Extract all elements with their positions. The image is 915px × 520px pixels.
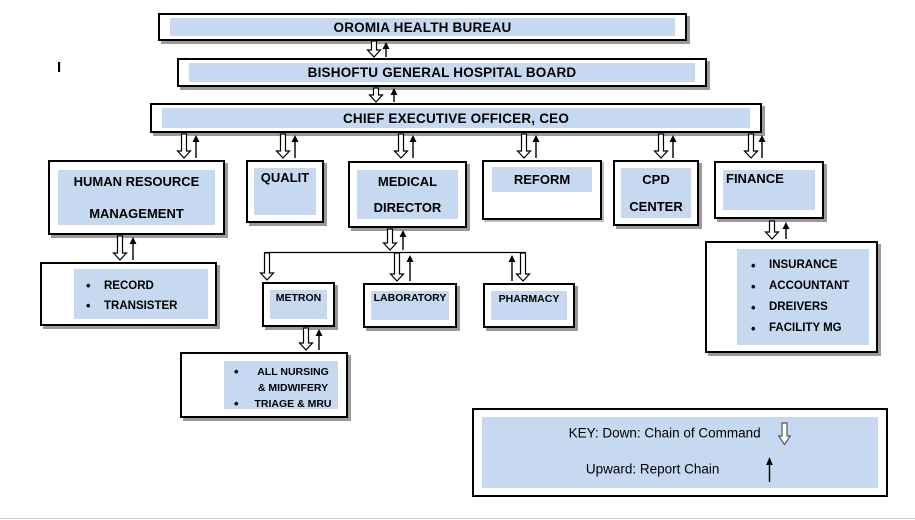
node-finance-label: FINANCE bbox=[726, 171, 784, 186]
up-arrowhead bbox=[406, 255, 414, 262]
nursing-item: ALL NURSING & MIDWIFERY bbox=[234, 364, 334, 396]
node-reform: REFORM bbox=[482, 160, 602, 220]
key-line-down: KEY: Down: Chain of Command bbox=[569, 422, 792, 446]
key-thin-up-arrow-icon bbox=[766, 456, 773, 482]
down-arrow-ceo-hr bbox=[176, 133, 192, 159]
node-reform-label: REFORM bbox=[513, 172, 571, 187]
node-human-resource: HUMAN RESOURCE MANAGEMENT bbox=[48, 160, 225, 235]
node-laboratory-label: LABORATORY bbox=[373, 292, 447, 304]
node-ceo-label: CHIEF EXECUTIVE OFFICER, CEO bbox=[342, 110, 570, 126]
node-qualit-label: QUALIT bbox=[260, 170, 310, 185]
node-qualit: QUALIT bbox=[246, 160, 324, 223]
node-board-label: BISHOFTU GENERAL HOSPITAL BOARD bbox=[307, 65, 577, 80]
up-arrowhead bbox=[399, 230, 407, 237]
node-finance: FINANCE bbox=[714, 161, 824, 219]
finance-sub-item: ACCOUNTANT bbox=[751, 276, 869, 297]
down-arrow-ceo-reform bbox=[516, 133, 532, 159]
node-pharmacy-label: PHARMACY bbox=[498, 293, 560, 305]
node-hr-line2: MANAGEMENT bbox=[89, 206, 184, 221]
hr-sub-item: RECORD bbox=[86, 276, 208, 296]
node-oromia-health-bureau: OROMIA HEALTH BUREAU bbox=[158, 13, 687, 41]
down-arrow-junction-pharmacy bbox=[515, 252, 531, 282]
node-ceo: CHIEF EXECUTIVE OFFICER, CEO bbox=[150, 103, 762, 133]
nursing-item: TRIAGE & MRU bbox=[234, 396, 334, 412]
finance-sub-item: INSURANCE bbox=[751, 255, 869, 276]
page-bottom-rule bbox=[0, 518, 915, 519]
node-hr-sub-list: RECORD TRANSISTER bbox=[40, 262, 217, 326]
node-oromia-label: OROMIA HEALTH BUREAU bbox=[333, 19, 512, 35]
up-arrowhead bbox=[508, 255, 516, 262]
up-arrowhead bbox=[390, 88, 398, 95]
node-metron-label: METRON bbox=[275, 292, 322, 304]
node-finance-sub-list: INSURANCE ACCOUNTANT DREIVERS FACILITY M… bbox=[705, 241, 878, 353]
down-arrow-junction-laboratory bbox=[389, 252, 405, 282]
finance-sub-item: FACILITY MG bbox=[751, 318, 869, 339]
up-arrowhead bbox=[382, 42, 390, 49]
node-hospital-board: BISHOFTU GENERAL HOSPITAL BOARD bbox=[177, 58, 707, 87]
node-nursing-list: ALL NURSING & MIDWIFERY TRIAGE & MRU bbox=[180, 352, 348, 418]
node-medical-director: MEDICAL DIRECTOR bbox=[348, 161, 467, 228]
down-arrow-ceo-medical bbox=[393, 133, 409, 159]
up-arrowhead bbox=[192, 135, 200, 142]
up-arrowhead bbox=[409, 135, 417, 142]
down-arrow-metron-nursing bbox=[298, 327, 314, 351]
node-cpd-line2: CENTER bbox=[629, 199, 683, 214]
stray-cursor-mark: I bbox=[57, 59, 62, 76]
node-hr-line1: HUMAN RESOURCE bbox=[73, 174, 200, 189]
key-down-text: KEY: Down: Chain of Command bbox=[568, 425, 761, 441]
up-arrowhead bbox=[782, 222, 790, 229]
finance-sub-item: DREIVERS bbox=[751, 297, 869, 318]
node-pharmacy: PHARMACY bbox=[483, 283, 575, 328]
up-arrowhead bbox=[758, 135, 766, 142]
node-cpd-line1: CPD bbox=[642, 172, 670, 187]
up-arrowhead bbox=[315, 329, 323, 336]
key-line-up: Upward: Report Chain bbox=[585, 456, 774, 483]
key-up-text: Upward: Report Chain bbox=[585, 461, 720, 477]
node-medical-line1: MEDICAL bbox=[377, 174, 438, 189]
down-arrow-junction-metron bbox=[259, 252, 275, 281]
node-cpd-center: CPD CENTER bbox=[613, 160, 699, 226]
hr-sub-item: TRANSISTER bbox=[86, 296, 208, 316]
node-metron: METRON bbox=[262, 282, 335, 327]
up-arrowhead bbox=[532, 135, 540, 142]
down-arrow-oromia-board bbox=[366, 40, 382, 58]
down-arrow-board-ceo bbox=[368, 87, 384, 103]
down-arrow-ceo-qualit bbox=[275, 133, 291, 159]
node-laboratory: LABORATORY bbox=[363, 283, 457, 328]
up-arrowhead bbox=[291, 135, 299, 142]
up-arrowhead bbox=[129, 237, 137, 244]
node-medical-line2: DIRECTOR bbox=[373, 200, 442, 215]
key-hollow-down-arrow-icon bbox=[778, 422, 792, 446]
key-legend-box: KEY: Down: Chain of Command Upward: Repo… bbox=[472, 408, 888, 497]
down-arrow-medical-junction bbox=[382, 228, 398, 251]
down-arrow-ceo-cpd bbox=[653, 133, 669, 159]
down-arrow-finance-sub bbox=[764, 220, 780, 240]
up-arrowhead bbox=[669, 135, 677, 142]
down-arrow-ceo-finance bbox=[743, 133, 759, 159]
down-arrow-hr-record bbox=[112, 235, 128, 261]
